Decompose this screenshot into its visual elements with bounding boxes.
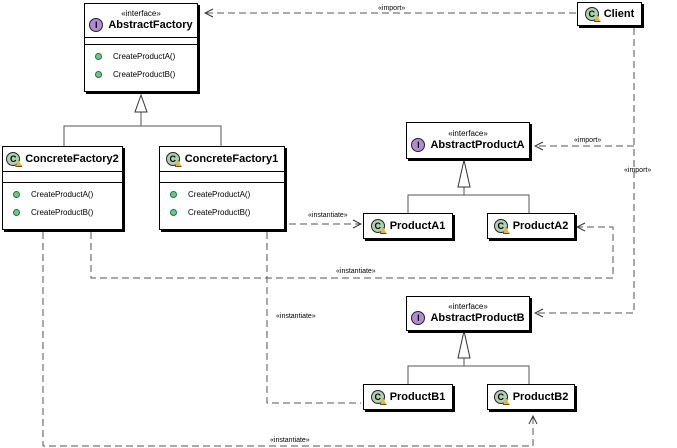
inherit-line-b2: [464, 365, 530, 384]
product-b2-class[interactable]: C ProductB2: [487, 384, 575, 410]
abstract-product-a-class[interactable]: «interface» I AbstractProductA: [406, 122, 530, 159]
public-method-icon: [13, 208, 20, 216]
operation-item[interactable]: CreateProductA(): [170, 185, 284, 203]
import-label-factory: «import»: [378, 5, 406, 12]
class-name: AbstractProductA: [430, 139, 525, 151]
product-b1-class[interactable]: C ProductB1: [363, 384, 453, 410]
inherit-line-b1: [407, 358, 465, 384]
concrete-factory1-class[interactable]: C ConcreteFactory1 CreateProductA() Crea…: [159, 146, 285, 230]
public-method-icon: [170, 208, 177, 216]
client-class[interactable]: C Client: [577, 2, 642, 26]
abstract-factory-class[interactable]: «interface» I AbstractFactory CreateProd…: [84, 3, 198, 92]
inherit-line-a2: [464, 194, 530, 213]
stereotype-label: «interface»: [448, 302, 488, 311]
class-name: ProductB1: [389, 391, 446, 403]
operations-list: CreateProductA() CreateProductB(): [3, 182, 122, 221]
class-name: ProductA1: [389, 220, 446, 232]
product-a2-class[interactable]: C ProductA2: [487, 213, 575, 239]
inherit-line-factory2: [63, 112, 142, 146]
interface-icon: I: [411, 138, 426, 152]
instantiate-label-b1: «instantiate»: [276, 313, 316, 320]
class-name: ConcreteFactory1: [184, 153, 279, 165]
inherit-triangle-a: [457, 159, 471, 188]
operations-list: CreateProductA() CreateProductB(): [85, 44, 197, 83]
stereotype-label: «interface»: [121, 9, 161, 18]
operation-item[interactable]: CreateProductB(): [95, 65, 197, 83]
operation-item[interactable]: CreateProductB(): [13, 203, 122, 221]
operation-item[interactable]: CreateProductA(): [95, 47, 197, 65]
class-icon: C: [6, 152, 21, 166]
class-icon: C: [370, 390, 385, 404]
inherit-line-a1: [407, 187, 465, 213]
class-icon: C: [370, 219, 385, 233]
abstract-product-b-class[interactable]: «interface» I AbstractProductB: [406, 296, 530, 331]
import-label-product-a: «import»: [574, 137, 602, 144]
instantiate-label-a2: «instantiate»: [336, 268, 376, 275]
class-icon: C: [584, 7, 599, 21]
class-icon: C: [165, 152, 180, 166]
public-method-icon: [95, 70, 102, 78]
stereotype-label: «interface»: [448, 129, 488, 138]
public-method-icon: [13, 190, 20, 198]
interface-icon: I: [411, 311, 426, 325]
class-name: AbstractFactory: [108, 19, 193, 31]
class-name: ConcreteFactory2: [25, 153, 119, 165]
class-name: AbstractProductB: [430, 312, 525, 324]
operation-item[interactable]: CreateProductA(): [13, 185, 122, 203]
instantiate-label-b2: «instantiate»: [270, 437, 310, 444]
inherit-line-factory1: [141, 125, 222, 146]
instantiate-line-b1: [266, 232, 361, 404]
operations-list: CreateProductA() CreateProductB(): [160, 182, 284, 221]
inherit-triangle-factory: [134, 93, 148, 113]
public-method-icon: [95, 52, 102, 60]
class-name: ProductB2: [512, 391, 569, 403]
class-icon: C: [493, 219, 508, 233]
concrete-factory2-class[interactable]: C ConcreteFactory2 CreateProductA() Crea…: [2, 146, 123, 230]
interface-icon: I: [89, 18, 104, 32]
instantiate-line-b2: [42, 232, 533, 447]
operation-item[interactable]: CreateProductB(): [170, 203, 284, 221]
instantiate-line-a2: [90, 227, 614, 279]
inherit-triangle-b: [457, 330, 471, 359]
class-name: Client: [603, 8, 635, 20]
class-name: ProductA2: [512, 220, 569, 232]
product-a1-class[interactable]: C ProductA1: [363, 213, 453, 239]
public-method-icon: [170, 190, 177, 198]
import-line-vertical: [535, 28, 635, 313]
import-label-vertical: «import»: [624, 167, 652, 174]
class-icon: C: [493, 390, 508, 404]
instantiate-label-a1: «instantiate»: [308, 212, 348, 219]
